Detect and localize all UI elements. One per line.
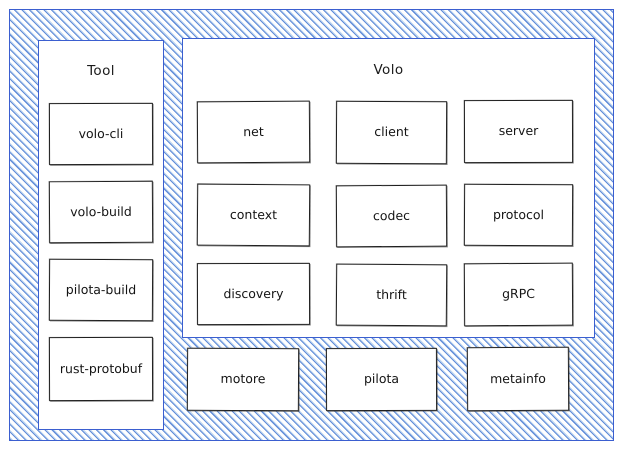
box-rust-protobuf[interactable]: rust-protobuf xyxy=(48,336,154,402)
box-label: context xyxy=(229,206,278,222)
box-label: gRPC xyxy=(501,286,535,302)
box-label: client xyxy=(374,124,409,140)
box-protocol[interactable]: protocol xyxy=(463,183,574,247)
box-motore[interactable]: motore xyxy=(186,347,300,412)
outer-hatched-frame: Tool volo-cli volo-build pilota-build ru… xyxy=(9,9,614,441)
box-label: server xyxy=(498,123,539,139)
box-pilota[interactable]: pilota xyxy=(325,347,438,412)
box-codec[interactable]: codec xyxy=(335,184,448,248)
box-label: motore xyxy=(220,371,266,387)
box-label: volo-build xyxy=(70,203,132,219)
box-volo-build[interactable]: volo-build xyxy=(48,180,154,244)
box-metainfo[interactable]: metainfo xyxy=(466,346,570,412)
box-label: rust-protobuf xyxy=(59,360,143,376)
tool-panel: Tool volo-cli volo-build pilota-build ru… xyxy=(38,40,164,430)
tool-panel-title: Tool xyxy=(87,63,115,79)
box-label: discovery xyxy=(223,285,284,301)
box-pilota-build[interactable]: pilota-build xyxy=(48,258,154,322)
volo-panel-title: Volo xyxy=(373,62,404,78)
box-label: protocol xyxy=(492,206,545,222)
box-server[interactable]: server xyxy=(463,99,574,164)
box-net[interactable]: net xyxy=(196,100,311,164)
box-context[interactable]: context xyxy=(196,183,311,247)
box-label: metainfo xyxy=(490,370,546,386)
box-thrift[interactable]: thrift xyxy=(335,263,448,327)
box-discovery[interactable]: discovery xyxy=(196,262,311,326)
box-label: codec xyxy=(372,207,411,223)
box-label: volo-cli xyxy=(78,125,124,141)
volo-panel: Volo net client server context codec pro… xyxy=(182,38,595,338)
box-label: net xyxy=(243,123,264,139)
box-label: pilota-build xyxy=(65,281,137,297)
box-label: pilota xyxy=(363,371,400,387)
box-volo-cli[interactable]: volo-cli xyxy=(48,102,154,166)
box-label: thrift xyxy=(376,286,407,302)
box-grpc[interactable]: gRPC xyxy=(463,262,574,327)
box-client[interactable]: client xyxy=(335,100,448,165)
